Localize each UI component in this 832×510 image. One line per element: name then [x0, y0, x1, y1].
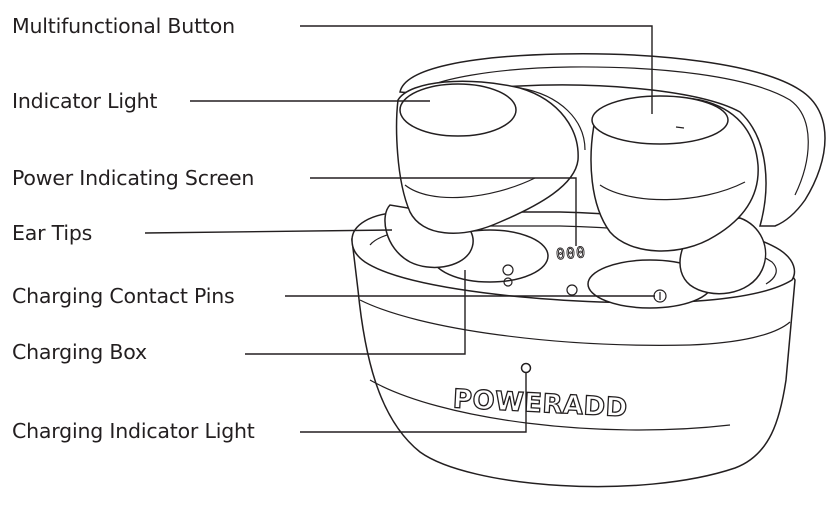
power-screen-digits: 000: [555, 243, 586, 263]
leader-charging-box: [245, 270, 466, 355]
label-power-indicating-screen: Power Indicating Screen: [12, 166, 254, 190]
leader-multifunctional-button: [300, 25, 653, 114]
leader-charging-indicator: [300, 372, 527, 433]
leader-lines: [144, 25, 655, 433]
callout-labels: Multifunctional Button Indicator Light P…: [12, 14, 255, 443]
label-charging-box: Charging Box: [12, 340, 147, 364]
label-charging-indicator-light: Charging Indicator Light: [12, 419, 255, 443]
case-lid: [399, 53, 826, 227]
left-earbud-top: [399, 83, 517, 137]
right-earbud-top: [591, 95, 729, 145]
leader-power-screen: [310, 177, 577, 246]
charging-case-illustration: 000 POWERADD: [351, 53, 826, 488]
label-charging-contact-pins: Charging Contact Pins: [12, 284, 235, 308]
label-indicator-light: Indicator Light: [12, 89, 157, 113]
leader-ear-tips: [144, 229, 393, 234]
label-multifunctional-button: Multifunctional Button: [12, 14, 235, 38]
charging-indicator-light-dot: [520, 362, 532, 374]
right-earbud: [590, 95, 767, 295]
label-ear-tips: Ear Tips: [12, 221, 92, 245]
left-earbud: [384, 80, 586, 269]
